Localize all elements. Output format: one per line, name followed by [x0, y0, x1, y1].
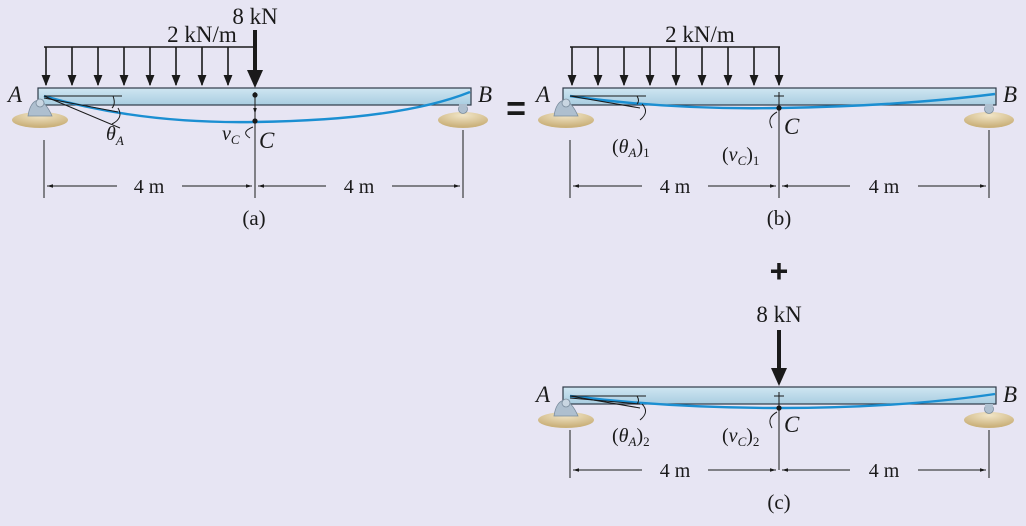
dimension-lines-c: [569, 430, 990, 478]
caption-b: (b): [767, 206, 792, 230]
deflection-index-c: 2: [753, 434, 760, 449]
roller-support-b: [964, 104, 1014, 128]
slope-index-c: 2: [643, 434, 650, 449]
deflection-symbol-c: v: [729, 425, 738, 447]
end-b-label-c: B: [1003, 382, 1017, 407]
dimension-lines-b: [569, 130, 990, 198]
deflection-index-b: 1: [753, 153, 760, 168]
slope-close-b: ): [636, 136, 643, 158]
slope-open-b: (: [612, 136, 619, 158]
slope-index-b: 1: [643, 145, 650, 160]
slope-angle-c: [569, 395, 646, 421]
deflection-close-b: ): [746, 144, 753, 166]
point-load-arrow-a: [247, 30, 263, 88]
deflection-symbol-a: v: [222, 123, 231, 145]
centerline-c-a: [245, 92, 258, 198]
distributed-load-label-a: 2 kN/m: [167, 22, 237, 47]
pin-support-a: [12, 98, 68, 128]
slope-angle-b: [569, 95, 646, 121]
deflection-subscript-a: C: [231, 132, 240, 147]
deflection-open-c: (: [722, 425, 729, 447]
distributed-load-a: [41, 46, 253, 87]
span-left-label-c: 4 m: [660, 460, 691, 482]
panel-c: 8 kN A B C (θA)2 (vC)2 4 m 4 m (c): [534, 302, 1017, 514]
slope-label-c: (θA)2: [612, 425, 650, 449]
plus-operator: +: [770, 253, 789, 289]
slope-subscript-c: A: [628, 434, 637, 449]
slope-symbol-a: θ: [106, 123, 116, 145]
span-left-label-a: 4 m: [134, 176, 165, 198]
slope-open-c: (: [612, 425, 619, 447]
slope-subscript-b: A: [628, 145, 637, 160]
span-right-label-b: 4 m: [869, 176, 900, 198]
deflection-close-c: ): [746, 425, 753, 447]
slope-close-c: ): [636, 425, 643, 447]
deflection-subscript-b: C: [738, 153, 747, 168]
distributed-load-b: [567, 46, 784, 87]
point-c-label-c: C: [784, 412, 800, 437]
end-b-label-b: B: [1003, 82, 1017, 107]
point-load-arrow-c: [771, 330, 787, 386]
dimension-lines-a: [43, 130, 464, 198]
end-b-label-a: B: [478, 82, 492, 107]
point-c-label-a: C: [259, 128, 275, 153]
deflection-label-c: (vC)2: [722, 425, 759, 449]
panel-b: 2 kN/m A B C (θA)1 (vC)1 4 m 4 m (b): [534, 22, 1017, 230]
caption-a: (a): [242, 206, 265, 230]
equals-operator: =: [506, 90, 526, 128]
slope-symbol-b: θ: [619, 136, 629, 158]
point-c-label-b: C: [784, 114, 800, 139]
distributed-load-label-b: 2 kN/m: [665, 22, 735, 47]
deflection-label-b: (vC)1: [722, 144, 759, 168]
point-load-label-c: 8 kN: [756, 302, 802, 327]
deflection-label-a: vC: [222, 123, 240, 147]
centerline-c-c: [769, 392, 784, 470]
deflection-open-b: (: [722, 144, 729, 166]
slope-label-b: (θA)1: [612, 136, 650, 160]
roller-support-a: [438, 104, 488, 128]
span-right-label-c: 4 m: [869, 460, 900, 482]
slope-subscript-a: A: [115, 133, 124, 148]
end-a-label-a: A: [6, 82, 23, 107]
end-a-label-c: A: [534, 382, 551, 407]
slope-angle-a: [43, 95, 122, 129]
span-right-label-a: 4 m: [344, 176, 375, 198]
caption-c: (c): [767, 490, 790, 514]
deflection-subscript-c: C: [738, 434, 747, 449]
slope-label-a: θA: [106, 123, 124, 148]
deflection-symbol-b: v: [729, 144, 738, 166]
end-a-label-b: A: [534, 82, 551, 107]
span-left-label-b: 4 m: [660, 176, 691, 198]
pin-support-c: [538, 398, 594, 428]
slope-symbol-c: θ: [619, 425, 629, 447]
pin-support-b: [538, 98, 594, 128]
point-load-label-a: 8 kN: [232, 4, 278, 29]
centerline-c-b: [769, 92, 784, 198]
roller-support-c: [964, 404, 1014, 428]
panel-a: 2 kN/m 8 kN A B C θA vC 4 m 4 m (a): [6, 4, 492, 230]
